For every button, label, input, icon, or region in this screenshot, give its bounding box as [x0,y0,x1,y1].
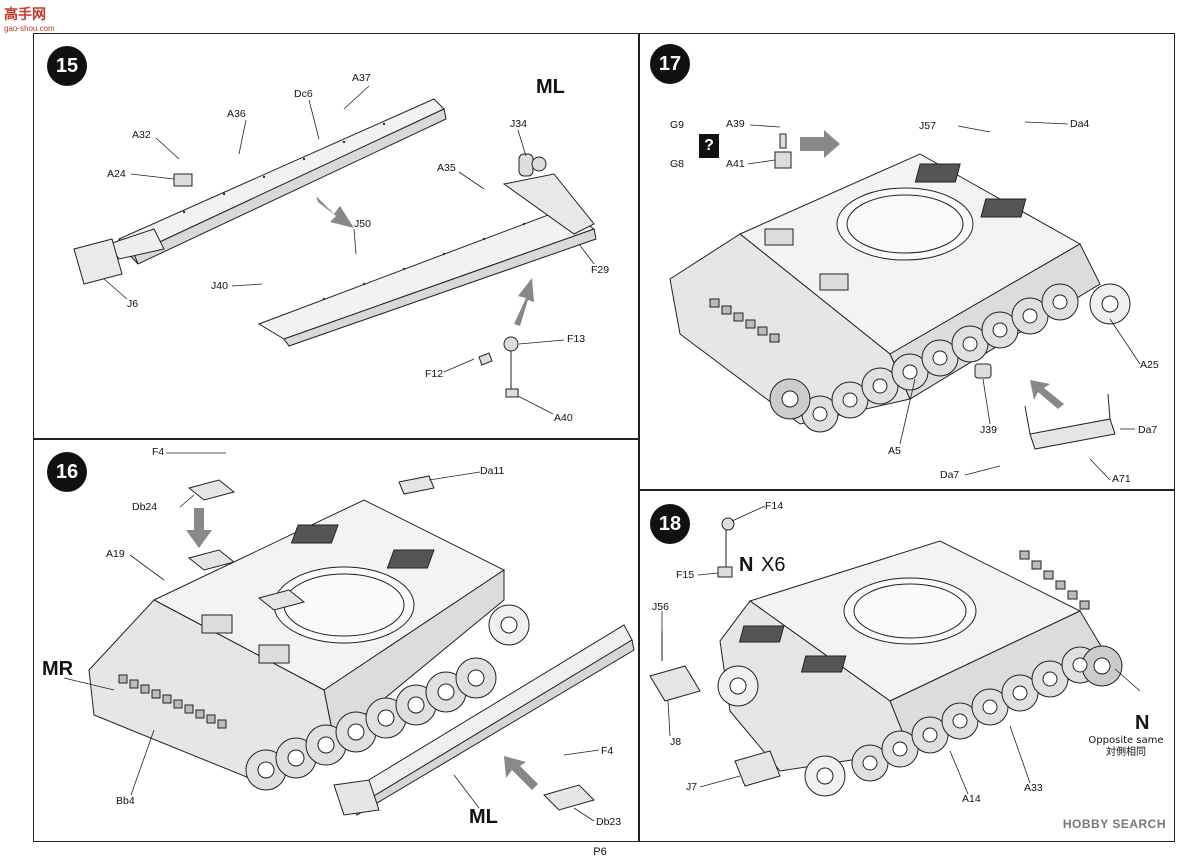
label-db24: Db24 [132,501,158,513]
label-a33: A33 [1024,782,1043,794]
opposite-same-en: Opposite same [1088,735,1164,746]
label-a25: A25 [1140,359,1159,371]
hobby-search-watermark: HOBBY SEARCH [1062,817,1166,831]
label-j6: J6 [127,298,139,310]
label-a40: A40 [554,412,573,424]
label-a39: A39 [726,118,745,130]
step-15-number: 15 [47,46,87,86]
label-f12: F12 [425,368,444,380]
label-a35: A35 [437,162,456,174]
label-j8: J8 [670,736,682,748]
label-j7: J7 [686,781,698,793]
step-16-mr-tag: MR [42,658,74,680]
label-da7-left: Da7 [940,469,960,481]
step-18-number: 18 [650,504,690,544]
label-a5: A5 [888,445,901,457]
label-a36: A36 [227,108,246,120]
step-17-drawing [669,121,1141,481]
step-15-drawing [73,85,597,415]
label-bb4: Bb4 [116,795,135,807]
label-f4-top: F4 [152,446,165,458]
label-f14: F14 [765,500,784,512]
label-da11: Da11 [480,465,505,477]
label-a37: A37 [352,72,371,84]
label-da4: Da4 [1070,118,1090,130]
label-j50: J50 [354,218,371,230]
step-17-panel: 17 ? G9 G8 A39 A41 J57 Da4 A25 Da7 Da7 A… [639,33,1175,490]
opposite-same-note: Opposite same 対側相同 [1081,735,1171,759]
step-18-multiplier: X6 [761,554,786,576]
step-18-n-tag-2: N [1135,712,1150,734]
label-a71: A71 [1112,473,1131,485]
step-18-n-tag: N [739,554,754,576]
label-a19: A19 [106,548,125,560]
watermark-url: gao-shou.com [4,24,55,33]
step-15-panel: 15 ML A37 A36 Dc6 A32 A24 J34 A35 J50 J4… [33,33,639,439]
step-15-ml-tag: ML [536,76,565,98]
label-j40: J40 [211,280,228,292]
question-mark-icon: ? [699,134,719,158]
step-18-drawing [649,505,1141,797]
label-f29: F29 [591,264,610,276]
label-j34: J34 [510,118,527,130]
label-g9: G9 [670,119,685,131]
label-a41: A41 [726,158,745,170]
label-a14: A14 [962,793,981,805]
label-a24: A24 [107,168,126,180]
label-db23: Db23 [596,816,622,828]
label-f15: F15 [676,569,695,581]
label-j39: J39 [980,424,997,436]
step-18-panel: 18 N X6 N Opposite same 対側相同 F14 F15 J56… [639,490,1175,842]
watermark-logo: 高手网 [4,6,46,22]
step-16-ml-tag: ML [469,806,498,828]
step-17-number: 17 [650,44,690,84]
step-16-number: 16 [47,452,87,492]
label-f13: F13 [567,333,586,345]
label-g8: G8 [670,158,685,170]
label-dc6: Dc6 [294,88,313,100]
label-da7-right: Da7 [1138,424,1158,436]
label-f4-bottom: F4 [601,745,614,757]
step-16-drawing [63,452,635,822]
opposite-same-zh: 対側相同 [1106,747,1146,758]
label-a32: A32 [132,129,151,141]
page-number: P6 [593,846,607,858]
label-j56: J56 [652,601,669,613]
step-16-panel: 16 MR ML F4 Db24 Da11 A19 Bb4 F4 Db23 [33,439,639,842]
label-j57: J57 [919,120,936,132]
